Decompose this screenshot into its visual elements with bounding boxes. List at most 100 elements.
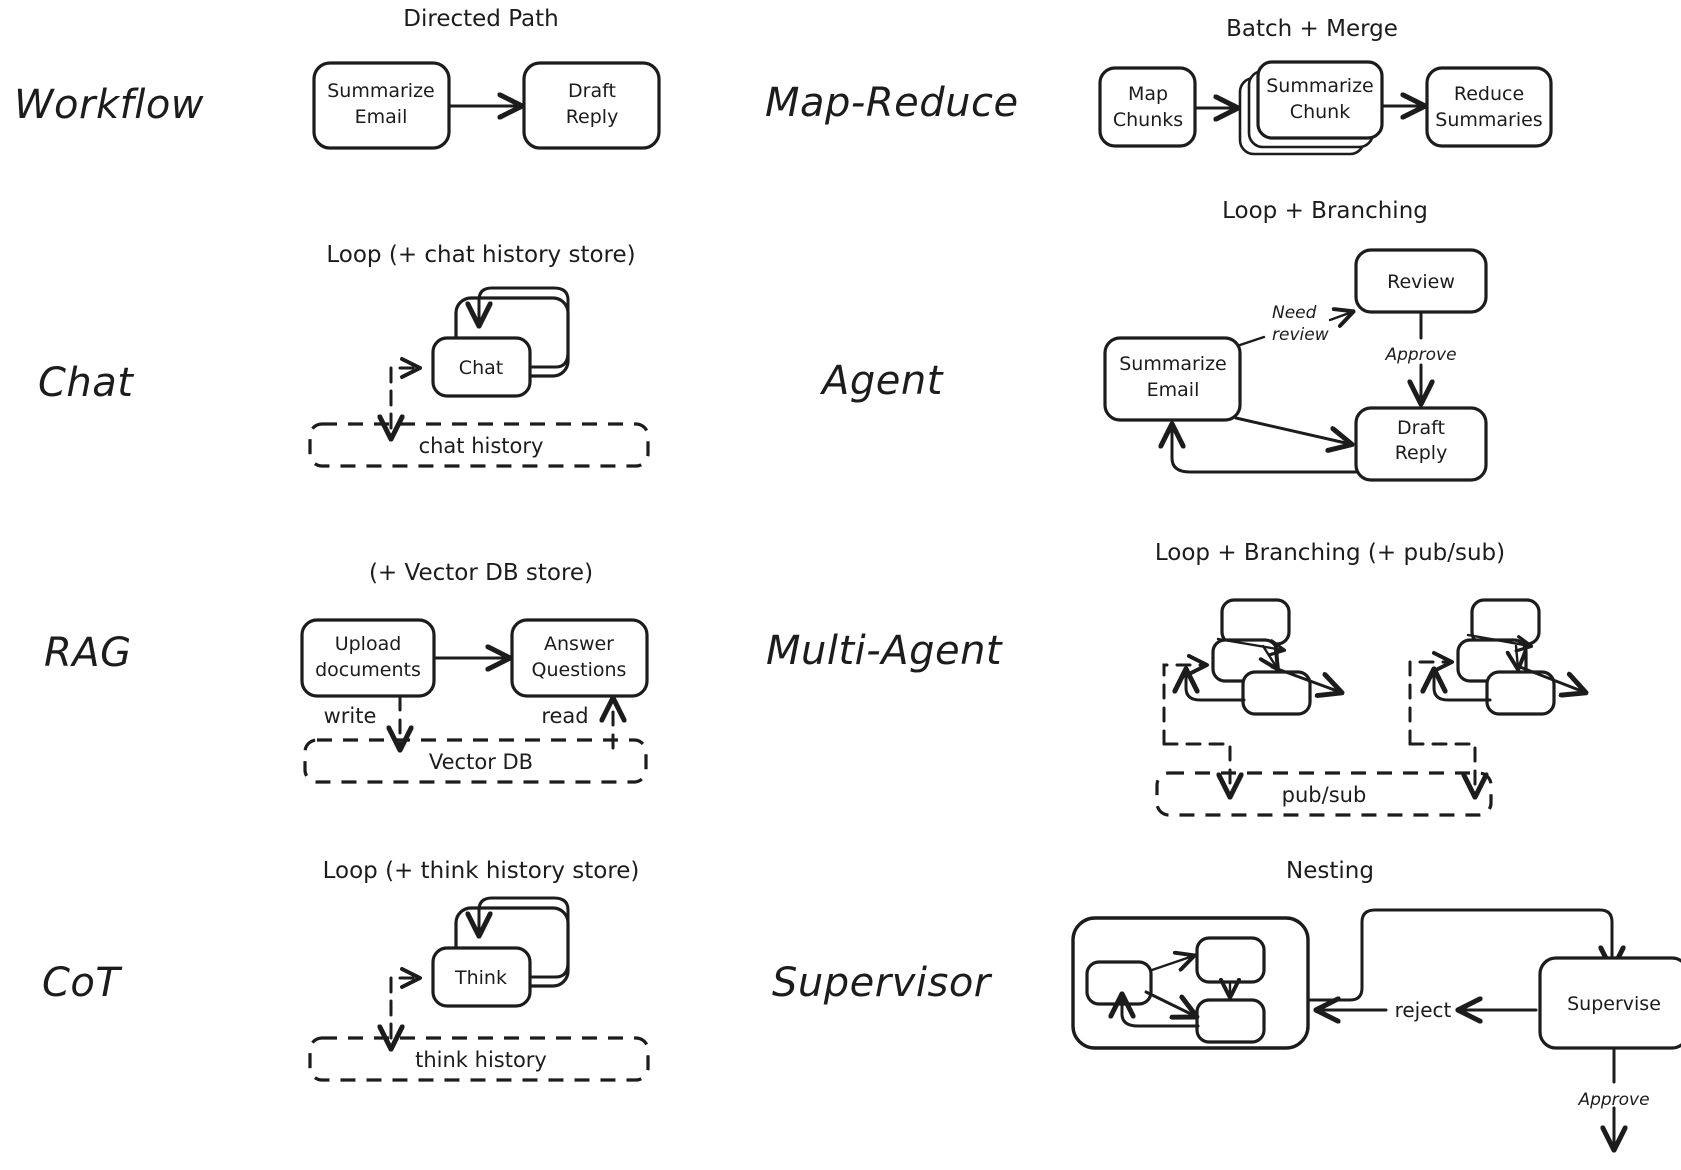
node-review-label: Review	[1387, 271, 1455, 293]
edge-subgraph-to-supervise	[1306, 908, 1612, 1002]
node-agent-summarize-email-line2: Email	[1147, 379, 1200, 401]
title-loop-chat: Loop (+ chat history store)	[326, 242, 636, 268]
node-reduce-summaries-line1: Reduce	[1454, 83, 1524, 105]
diagram-chat: Chat chat history	[308, 286, 650, 468]
edge-label-write: write	[324, 704, 377, 728]
node-summarize-chunk-line2: Chunk	[1290, 101, 1350, 123]
edge-b-left-to-right	[1518, 665, 1584, 692]
edge-b-left-to-top	[1466, 633, 1534, 653]
node-summarize-chunk[interactable]	[1256, 60, 1384, 140]
store-pubsub-label: pub/sub	[1282, 783, 1367, 807]
store-vector-db[interactable]	[303, 738, 648, 784]
node-upload-documents[interactable]	[300, 618, 436, 698]
node-sub-left[interactable]	[1085, 960, 1153, 1006]
node-cluster-b-right[interactable]	[1485, 670, 1556, 716]
edge-b-right-to-left-loop	[1434, 671, 1492, 702]
edge-a-to-pubsub	[1162, 742, 1230, 795]
edge-b-top-to-right	[1516, 644, 1518, 668]
diagram-cot: Think think history	[308, 896, 650, 1082]
edge-label-need: Need	[1272, 303, 1317, 323]
node-reduce-summaries[interactable]	[1425, 66, 1553, 148]
edge-sub-right-to-left-loop	[1122, 996, 1200, 1028]
node-upload-documents-line2: documents	[315, 659, 421, 681]
node-draft-reply-line1: Draft	[568, 80, 616, 102]
store-vector-db-label: Vector DB	[429, 750, 533, 774]
row-label-cot: CoT	[42, 960, 121, 1006]
row-label-multi-agent: Multi-Agent	[766, 628, 1003, 674]
node-upload-documents-line1: Upload	[335, 633, 402, 655]
edge-label-approve: Approve	[1384, 345, 1456, 365]
node-agent-draft-reply-line2: Reply	[1395, 442, 1448, 464]
node-summarize-email-line2: Email	[355, 106, 408, 128]
store-pubsub[interactable]	[1155, 771, 1493, 817]
node-cluster-a-top[interactable]	[1220, 598, 1291, 646]
diagram-multi-agent: pub/sub	[1155, 598, 1584, 817]
node-agent-draft-reply[interactable]	[1354, 406, 1488, 482]
edge-chat-history-to-chat	[389, 357, 422, 430]
node-draft-reply-line2: Reply	[566, 106, 619, 128]
node-summarize-email-line1: Summarize	[327, 80, 435, 102]
node-agent-summarize-email-line1: Summarize	[1119, 353, 1227, 375]
node-answer-questions-line1: Answer	[544, 633, 614, 655]
multi-agent-cluster-b	[1408, 598, 1584, 795]
edge-label-reject: reject	[1395, 998, 1452, 1022]
row-label-chat: Chat	[38, 360, 134, 406]
row-label-rag: RAG	[44, 630, 132, 676]
edge-sub-left-to-right	[1144, 990, 1195, 1016]
edge-label-read: read	[541, 704, 588, 728]
edge-summarize-to-review-head	[1328, 312, 1352, 320]
node-answer-questions-line2: Questions	[532, 659, 627, 681]
edge-summarize-to-review	[1238, 335, 1266, 347]
node-sub-right[interactable]	[1195, 998, 1266, 1044]
diagram-workflow: Summarize Email Draft Reply	[312, 61, 661, 150]
edge-sub-left-to-top	[1150, 956, 1193, 970]
node-summarize-chunk-line1: Summarize	[1266, 75, 1374, 97]
edge-summarize-to-draft-direct	[1234, 416, 1350, 444]
node-supervise[interactable]	[1538, 956, 1681, 1050]
node-map-chunks-line2: Chunks	[1113, 109, 1183, 131]
title-loop-branching: Loop + Branching	[1222, 198, 1428, 224]
multi-agent-cluster-a	[1162, 598, 1340, 795]
node-map-chunks-line1: Map	[1128, 83, 1168, 105]
title-directed-path: Directed Path	[403, 6, 559, 32]
node-agent-draft-reply-line1: Draft	[1397, 417, 1445, 439]
node-map-chunks[interactable]	[1098, 66, 1197, 148]
node-reduce-summaries-line2: Summaries	[1435, 109, 1542, 131]
edge-a-right-to-left-loop	[1186, 671, 1246, 702]
store-chat-history-label: chat history	[419, 434, 544, 458]
row-label-workflow: Workflow	[14, 82, 205, 128]
node-supervise-label: Supervise	[1567, 993, 1661, 1015]
edge-label-approve-out: Approve	[1577, 1090, 1649, 1110]
edge-think-self-loop	[479, 896, 570, 979]
store-think-history[interactable]	[308, 1036, 650, 1082]
store-chat-history[interactable]	[308, 422, 650, 468]
diagram-map-reduce: Map Chunks Summarize Chunk Reduce Summar…	[1098, 60, 1553, 156]
edge-chat-self-loop	[479, 286, 570, 369]
node-cluster-a-right[interactable]	[1241, 670, 1312, 716]
edge-label-review: review	[1272, 325, 1329, 345]
title-nesting: Nesting	[1286, 858, 1374, 884]
node-agent-summarize-email[interactable]	[1103, 336, 1242, 422]
store-think-history-label: think history	[415, 1048, 547, 1072]
node-chat-label: Chat	[459, 357, 503, 379]
diagram-rag: Upload documents Answer Questions write …	[300, 618, 649, 784]
edge-draft-to-summarize-loop	[1172, 426, 1358, 474]
title-vector-db-store: (+ Vector DB store)	[368, 560, 594, 586]
edge-b-to-pubsub	[1408, 742, 1475, 795]
diagram-agent: Review Summarize Email Draft Reply Need …	[1103, 248, 1488, 482]
edge-a-top-to-right	[1263, 644, 1277, 668]
diagram-supervisor: Supervise reject Approve	[1071, 908, 1681, 1148]
edge-think-history-to-think	[389, 967, 422, 1040]
title-loop-branching-pubsub: Loop + Branching (+ pub/sub)	[1154, 540, 1506, 566]
edge-a-inbound	[1162, 654, 1209, 746]
row-label-supervisor: Supervisor	[772, 960, 991, 1006]
node-sub-top[interactable]	[1195, 936, 1266, 984]
edge-a-left-to-right	[1270, 665, 1340, 692]
node-answer-questions[interactable]	[510, 618, 649, 698]
title-loop-think: Loop (+ think history store)	[322, 858, 640, 884]
edge-b-inbound	[1408, 651, 1454, 746]
node-think-label: Think	[454, 967, 507, 989]
title-batch-merge: Batch + Merge	[1226, 16, 1398, 42]
row-label-agent: Agent	[822, 358, 943, 404]
